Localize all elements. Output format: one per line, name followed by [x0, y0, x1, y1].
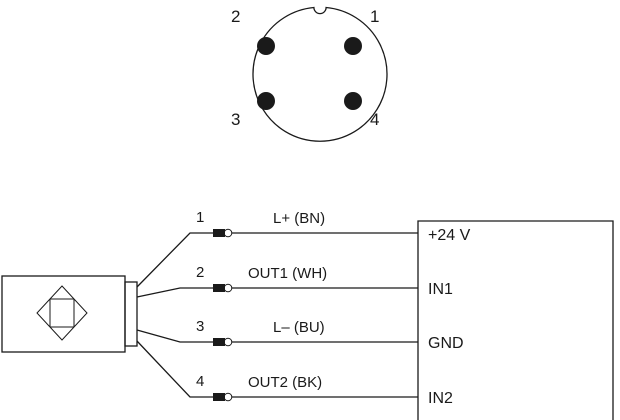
- controller-box: +24 V IN1 GND IN2: [417, 220, 614, 420]
- wire-2: [136, 287, 216, 298]
- wires: 1 2 3 4 L+ (BN) OUT1 (WH) L– (BU) OUT2 (…: [136, 209, 418, 402]
- wire-label-3: L– (BU): [273, 319, 325, 336]
- terminal-label-1: +24 V: [428, 227, 471, 244]
- pin-label-1: 1: [370, 7, 379, 26]
- wire-label-4: OUT2 (BK): [248, 374, 322, 391]
- wire-label-1: L+ (BN): [273, 210, 325, 227]
- ferrule-1: [213, 228, 418, 238]
- wire-3: [136, 329, 216, 343]
- wire-number-3: 3: [196, 318, 204, 335]
- connector-outline: [252, 6, 388, 142]
- pin-hole-4: [344, 92, 362, 110]
- ferrule-4: [213, 392, 418, 402]
- terminal-label-2: IN1: [428, 281, 453, 298]
- controller-outline: [417, 220, 614, 420]
- wire-label-2: OUT1 (WH): [248, 265, 327, 282]
- pin-hole-2: [257, 37, 275, 55]
- sensor-cable-gland: [124, 281, 138, 347]
- ferrule-2: [213, 283, 418, 293]
- pin-hole-1: [344, 37, 362, 55]
- sensor: [1, 275, 138, 353]
- pin-label-3: 3: [231, 110, 240, 129]
- wire-4: [136, 340, 216, 398]
- wire-number-4: 4: [196, 373, 204, 390]
- pin-hole-3: [257, 92, 275, 110]
- inductive-sensor-icon: [36, 285, 88, 341]
- terminal-label-4: IN2: [428, 390, 453, 407]
- terminal-label-3: GND: [428, 335, 464, 352]
- wire-number-2: 2: [196, 264, 204, 281]
- wire-1: [136, 232, 216, 288]
- ferrule-3: [213, 337, 418, 347]
- wire-number-1: 1: [196, 209, 204, 226]
- pin-label-2: 2: [231, 7, 240, 26]
- pin-label-4: 4: [370, 110, 379, 129]
- connector-face: 1 2 3 4: [231, 6, 388, 142]
